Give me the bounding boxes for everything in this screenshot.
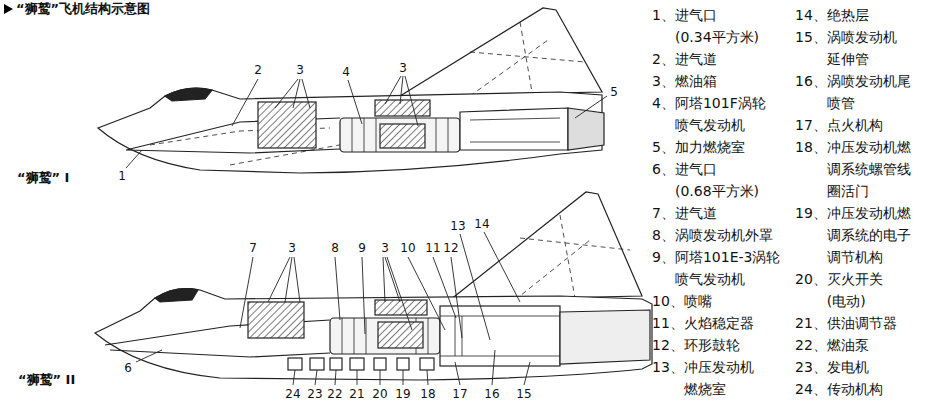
callout-number: 5: [610, 85, 618, 99]
parts-list-item: 13、冲压发动机 燃烧室: [652, 356, 757, 400]
callout-number: 12: [443, 241, 458, 255]
callout-number: 8: [331, 241, 339, 255]
callout-number: 6: [124, 361, 132, 375]
callout-number: 7: [249, 241, 257, 255]
parts-list-item: 11、火焰稳定器: [652, 312, 757, 334]
callout-number: 3: [399, 61, 407, 75]
callout-number: 20: [372, 387, 387, 401]
callout-number: 15: [516, 387, 531, 401]
parts-list-item: 19、冲压发动机燃 调系统的电子 调节机构: [795, 202, 915, 268]
leader-lines: [136, 232, 530, 385]
callout-number: 14: [474, 217, 489, 231]
callout-number: 2: [254, 63, 262, 77]
aircraft-two: [95, 192, 652, 380]
parts-list-item: 24、传动机构: [795, 378, 886, 400]
parts-list-item: 9、阿塔101E-3涡轮 喷气发动机: [652, 246, 784, 290]
parts-list-item: 20、灭火开关 (电动): [795, 268, 886, 312]
parts-list-item: 8、涡喷发动机外罩: [652, 224, 776, 246]
callout-number: 16: [484, 387, 499, 401]
parts-list-item: 17、点火机构: [795, 114, 886, 136]
callout-number: 13: [450, 219, 465, 233]
callout-number: 3: [288, 241, 296, 255]
callout-number: 21: [349, 387, 364, 401]
parts-list-item: 5、加力燃烧室: [652, 136, 748, 158]
parts-list-item: 22、燃油泵: [795, 334, 872, 356]
aircraft-name: “狮鹫” I: [17, 170, 69, 186]
parts-list-item: 7、进气道: [652, 202, 720, 224]
parts-list-item: 2、进气道: [652, 48, 720, 70]
callout-number: 4: [342, 65, 350, 79]
callout-number: 24: [285, 387, 300, 401]
parts-list-item: 6、进气口 (0.68平方米): [652, 158, 763, 202]
parts-list-item: 21、供油调节器: [795, 312, 900, 334]
figure-title: “狮鹫”飞机结构示意图: [16, 1, 150, 17]
parts-list-item: 14、绝热层: [795, 4, 872, 26]
callout-number: 22: [327, 387, 342, 401]
callout-number: 3: [381, 241, 389, 255]
callout-number: 23: [307, 387, 322, 401]
callout-number: 9: [358, 241, 366, 255]
parts-list-item: 16、涡喷发动机尾 喷管: [795, 70, 914, 114]
parts-list-item: 4、阿塔101F涡轮 喷气发动机: [652, 92, 769, 136]
callout-number: 3: [296, 63, 304, 77]
parts-list-item: 12、环形鼓轮: [652, 334, 743, 356]
callout-number: 18: [420, 387, 435, 401]
callout-number: 19: [395, 387, 410, 401]
parts-list-item: 3、燃油箱: [652, 70, 720, 92]
parts-list-item: 10、喷嘴: [652, 290, 715, 312]
callout-number: 1: [118, 169, 126, 183]
title-marker: [4, 4, 13, 14]
leader-lines: [126, 76, 607, 168]
aircraft-one: [98, 8, 604, 173]
aircraft-name: “狮鹫” II: [18, 372, 75, 388]
callout-number: 17: [452, 387, 467, 401]
callout-number: 10: [400, 241, 415, 255]
parts-list-item: 15、涡喷发动机 延伸管: [795, 26, 900, 70]
parts-list-item: 23、发电机: [795, 356, 872, 378]
parts-list-item: 18、冲压发动机燃 调系统螺管线 圈活门: [795, 136, 915, 202]
callout-number: 11: [425, 241, 440, 255]
parts-list-item: 1、进气口 (0.34平方米): [652, 4, 763, 48]
